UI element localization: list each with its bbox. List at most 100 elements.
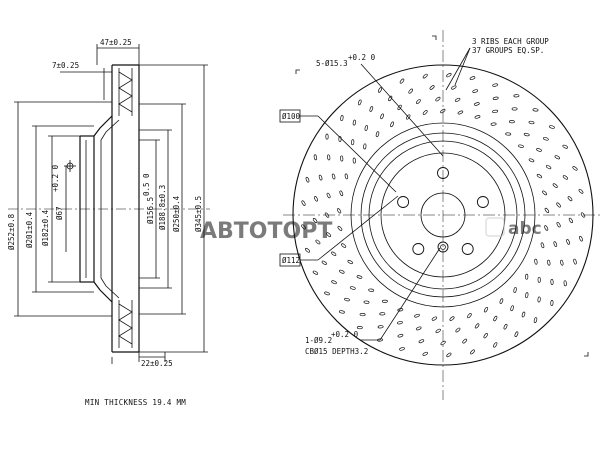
dia-67: Ø67 bbox=[55, 206, 64, 220]
drilled-hole bbox=[344, 173, 349, 180]
drilled-hole bbox=[331, 280, 337, 285]
drilled-hole bbox=[347, 260, 353, 264]
drilled-hole bbox=[508, 120, 515, 124]
drilled-hole bbox=[397, 321, 403, 325]
drilled-hole bbox=[414, 313, 420, 318]
drilled-hole bbox=[312, 217, 318, 224]
dia-252: Ø252±0.8 bbox=[7, 213, 16, 250]
watermark-logo-text: abc bbox=[508, 219, 542, 239]
drilled-hole bbox=[534, 258, 538, 265]
drilled-hole bbox=[544, 207, 550, 213]
drilled-hole bbox=[422, 351, 428, 356]
drilled-hole bbox=[490, 122, 497, 126]
drilled-hole bbox=[554, 155, 561, 160]
front-view bbox=[279, 30, 600, 400]
drilled-hole bbox=[314, 196, 318, 202]
drilled-hole bbox=[339, 269, 345, 274]
locating-hole bbox=[437, 241, 449, 253]
lug-holes bbox=[397, 167, 489, 255]
drilled-hole bbox=[375, 131, 380, 138]
drilled-hole bbox=[483, 333, 488, 339]
drilled-hole bbox=[435, 328, 441, 333]
drilled-hole bbox=[301, 224, 306, 230]
dia-156-tolerance: 0.5 0 bbox=[142, 173, 151, 196]
drilled-hole bbox=[556, 222, 561, 228]
min-thickness-note: MIN THICKNESS 19.4 MM bbox=[85, 398, 186, 407]
dia-201: Ø201±0.4 bbox=[25, 211, 34, 248]
drilled-hole bbox=[326, 232, 332, 238]
drilled-hole bbox=[521, 311, 526, 318]
drilled-hole bbox=[560, 259, 564, 266]
drilled-hole bbox=[326, 192, 331, 199]
hole-1-tolerance: +0.2 0 bbox=[331, 330, 359, 339]
drilled-hole bbox=[358, 99, 362, 106]
drilled-hole bbox=[567, 196, 573, 202]
drilled-hole bbox=[510, 305, 514, 312]
drilled-hole bbox=[435, 96, 441, 102]
drilled-hole bbox=[454, 97, 461, 102]
hole-1-label: 1-Ø9.2 bbox=[305, 336, 332, 345]
drilled-hole bbox=[415, 326, 422, 331]
drilled-hole bbox=[321, 260, 327, 265]
drilled-hole bbox=[525, 292, 529, 299]
watermark-logo-icon bbox=[485, 217, 505, 237]
drilled-hole bbox=[523, 132, 530, 137]
side-section-view bbox=[8, 44, 210, 364]
drilled-hole bbox=[378, 87, 382, 93]
drilled-hole bbox=[390, 121, 395, 128]
ribs-note-line2: 37 GROUPS EQ.SP. bbox=[472, 46, 544, 55]
drilled-hole bbox=[536, 148, 542, 152]
drilled-hole bbox=[550, 279, 554, 285]
drilled-hole bbox=[457, 110, 464, 115]
dia-112-label: Ø112 bbox=[282, 256, 300, 265]
drilled-hole bbox=[462, 338, 468, 344]
drilled-hole bbox=[579, 235, 583, 242]
dim-bottom-width: 22±0.25 bbox=[141, 359, 173, 368]
lug-hole bbox=[437, 167, 449, 179]
holes-5-label: 5-Ø15.3 bbox=[316, 59, 348, 68]
drilled-hole bbox=[369, 106, 374, 112]
drilled-hole bbox=[305, 248, 310, 253]
drilled-hole bbox=[528, 158, 535, 163]
drilled-hole bbox=[492, 83, 499, 87]
drilled-hole bbox=[364, 125, 368, 131]
drilled-hole bbox=[418, 339, 425, 344]
drilled-hole bbox=[324, 291, 330, 296]
drilled-hole bbox=[340, 155, 344, 162]
holes-5-tolerance: +0.2 0 bbox=[348, 53, 376, 62]
watermark-brand: ABTOTOPT bbox=[200, 219, 332, 244]
drilled-hole bbox=[552, 183, 558, 188]
drilled-hole bbox=[549, 125, 555, 129]
drilled-hole bbox=[573, 258, 577, 265]
drilled-hole bbox=[513, 287, 517, 293]
drilled-hole bbox=[568, 217, 573, 224]
dia-156: Ø156.5 bbox=[146, 197, 155, 224]
dim-hat-step: 7±0.25 bbox=[52, 61, 79, 70]
watermark: ABTOTOPT abc bbox=[200, 217, 542, 244]
drilled-hole bbox=[337, 225, 343, 231]
dim-top-width: 47±0.25 bbox=[100, 38, 132, 47]
lug-hole bbox=[397, 196, 410, 208]
drilled-hole bbox=[474, 323, 480, 329]
drilled-hole bbox=[446, 73, 452, 78]
drilled-hole bbox=[537, 296, 541, 303]
drilled-hole bbox=[533, 317, 538, 323]
drilled-hole bbox=[505, 132, 512, 136]
dia-250: Ø250±0.4 bbox=[172, 195, 181, 232]
drilled-hole bbox=[379, 312, 386, 316]
side-view-labels: 47±0.25 7±0.25 22±0.25 Ø252±0.8 Ø201±0.4… bbox=[7, 38, 203, 407]
drilled-hole bbox=[562, 144, 568, 149]
drilled-hole bbox=[352, 157, 356, 164]
lug-hole bbox=[461, 243, 474, 255]
drilled-hole bbox=[518, 144, 524, 148]
drilled-hole bbox=[455, 327, 461, 333]
dia-188: Ø188.8±0.3 bbox=[158, 185, 167, 230]
drilled-hole bbox=[377, 325, 384, 329]
lug-hole bbox=[476, 196, 489, 208]
drilled-hole bbox=[492, 109, 499, 113]
drilled-hole bbox=[562, 175, 568, 180]
drilled-hole bbox=[305, 176, 310, 183]
drilled-hole bbox=[349, 286, 356, 290]
drilled-hole bbox=[352, 119, 357, 126]
